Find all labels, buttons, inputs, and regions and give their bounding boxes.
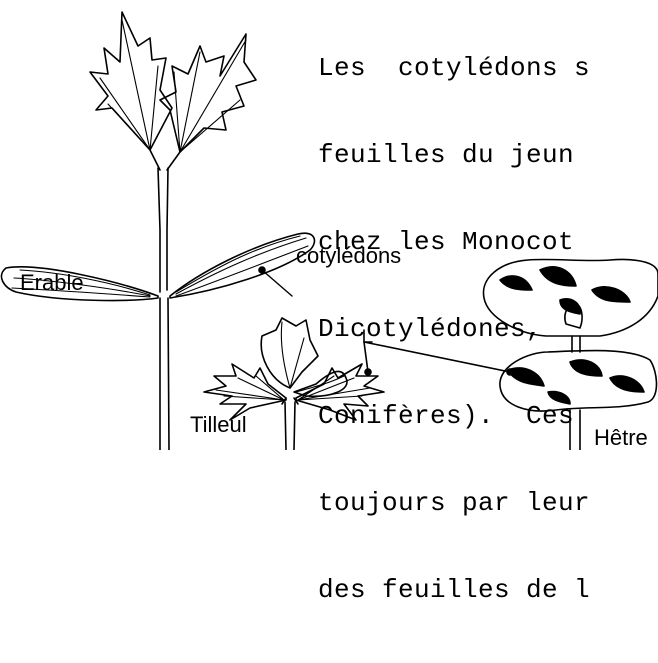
label-tilleul: Tilleul (190, 412, 247, 438)
cotyledons-pointer-lines (259, 267, 513, 375)
document-page: Les cotylédons s feuilles du jeun chez l… (0, 0, 658, 450)
label-hetre: Hêtre (594, 425, 648, 451)
label-cotyledons: cotylédons (296, 243, 401, 269)
label-erable: Erable (20, 270, 84, 296)
seedling-illustration (0, 0, 658, 450)
hetre-seedling-drawing (483, 259, 658, 450)
text-line: des feuilles de l (318, 576, 658, 605)
text-line: toujours par leur (318, 489, 658, 518)
